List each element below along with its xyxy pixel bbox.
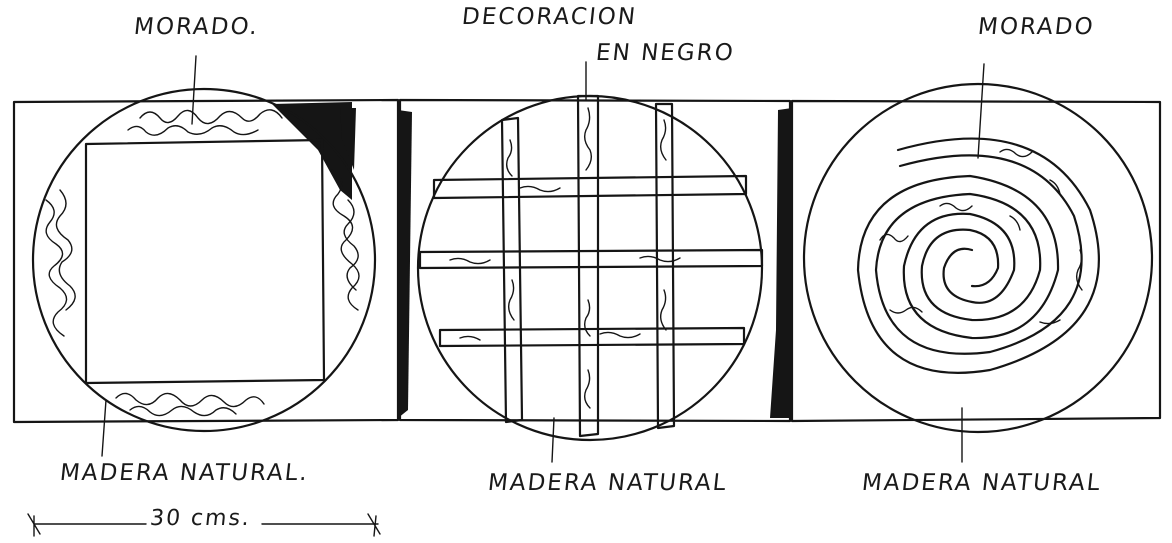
label-morado-left: MORADO. xyxy=(132,14,261,40)
morado-squiggles-left xyxy=(45,109,360,417)
center-medallion xyxy=(416,61,764,463)
scale-bar xyxy=(27,513,381,537)
label-madera-left: MADERA NATURAL. xyxy=(58,460,311,486)
lattice-squiggles xyxy=(449,107,681,409)
scale-label: 30 cms. xyxy=(148,506,253,531)
left-medallion xyxy=(31,55,377,457)
right-medallion xyxy=(802,63,1154,463)
label-madera-right: MADERA NATURAL xyxy=(860,470,1103,496)
spiral xyxy=(856,137,1100,374)
panel-frame xyxy=(12,98,1162,424)
label-madera-center: MADERA NATURAL xyxy=(486,470,729,496)
label-decoracion-line1: DECORACION xyxy=(460,4,639,30)
label-decoracion-line2: EN NEGRO xyxy=(594,40,737,66)
lattice-strips xyxy=(418,94,764,438)
black-shading xyxy=(272,102,792,418)
label-morado-right: MORADO xyxy=(976,14,1096,40)
